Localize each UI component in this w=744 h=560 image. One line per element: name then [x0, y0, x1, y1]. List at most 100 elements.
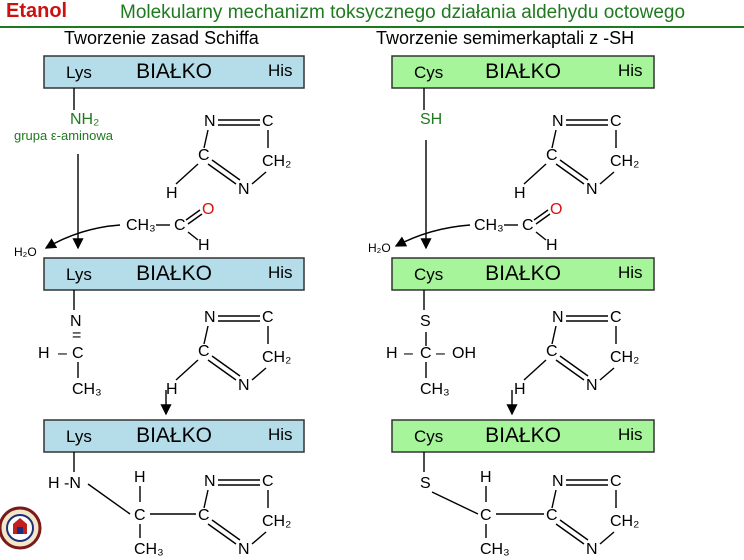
left-row1-ring-h: H: [166, 185, 178, 202]
left-final-c: C: [134, 507, 146, 524]
right-row2-residue-label: Cys: [414, 265, 443, 284]
right-row3-ring-bond-left: [551, 489, 557, 509]
right-ald-ch3: CH₃: [474, 217, 504, 234]
left-row1-protein-label: BIAŁKO: [136, 60, 212, 83]
left-row2-ring-c-top: C: [262, 309, 274, 326]
left-row1-ring-bond-br: [251, 171, 267, 185]
left-row3-ring-bond-bl2: [211, 519, 241, 541]
left-row1-ring-c-left: C: [198, 147, 210, 164]
right-hemi-s: S: [420, 313, 431, 330]
right-ald-o: O: [550, 201, 562, 218]
left-row2-ring-bond-br: [251, 367, 267, 381]
left-row2-protein-label: BIAŁKO: [136, 262, 212, 285]
left-row2-ring-h: H: [166, 381, 178, 398]
right-row1-ring-c-top: C: [610, 113, 622, 130]
left-row2-ring-bond-h: [175, 359, 199, 381]
left-row1-ring-bond-h: [175, 163, 199, 185]
left-water-arrow: [44, 224, 121, 249]
left-amino-label: grupa ε-aminowa: [14, 128, 114, 143]
left-row3-ring-c-left: C: [198, 507, 210, 524]
right-column-title: Tworzenie semimerkaptali z -SH: [376, 28, 635, 48]
right-row2-ring-bond-h: [523, 359, 547, 381]
left-final-nc: [87, 483, 131, 515]
left-row1-ring-c-top: C: [262, 113, 274, 130]
right-row2-ring-c-left: C: [546, 343, 558, 360]
right-row2-ring-bond-bl2: [559, 355, 589, 377]
right-row2-ring-n1: N: [552, 309, 564, 326]
left-row1-ring-n2: N: [238, 181, 250, 198]
right-final-h: H: [480, 469, 492, 486]
left-row1-ring-bond-bl1: [207, 163, 237, 185]
left-row1-residue-label: Lys: [66, 63, 92, 82]
left-h2o: H₂O: [14, 245, 37, 259]
right-row3-protein-box: [391, 419, 655, 453]
right-row3-ring-bond-br: [599, 531, 615, 545]
right-hemi-dash2: –: [436, 345, 445, 362]
right-row3-ring-bond-bl1: [555, 523, 585, 545]
right-hemi-oh: OH: [452, 345, 476, 362]
right-row2-ring-bond-left: [551, 325, 557, 345]
left-row3-his-label: His: [268, 425, 293, 444]
right-row1-ring-bond-h: [523, 163, 547, 185]
right-row3-ring-c-top: C: [610, 473, 622, 490]
right-row1-ring-c-left: C: [546, 147, 558, 164]
right-row1-ring-n2: N: [586, 181, 598, 198]
left-row2-ring-bond-bl1: [207, 359, 237, 381]
left-final-ch3: CH₃: [134, 541, 164, 558]
right-h2o: H₂O: [368, 241, 391, 255]
left-final-h: H: [134, 469, 146, 486]
right-row1-ring-bond-left: [551, 129, 557, 149]
header-title: Etanol: [6, 0, 68, 22]
left-row2-protein-box: [43, 257, 305, 291]
left-ald-co2: [187, 213, 203, 225]
left-row3-ring-bond-left: [203, 489, 209, 509]
right-row2-his-label: His: [618, 263, 643, 282]
right-hemi-c: C: [420, 345, 432, 362]
left-row3-ring-c-top: C: [262, 473, 274, 490]
left-schiff-dash: –: [58, 345, 67, 362]
right-ald-co2: [535, 213, 551, 225]
left-schiff-c: C: [72, 345, 84, 362]
left-ald-co1: [185, 209, 201, 221]
right-row1-ring-bond-br: [599, 171, 615, 185]
right-row1-residue-label: Cys: [414, 63, 443, 82]
right-row1-ring-h: H: [514, 185, 526, 202]
left-row3-protein-box: [43, 419, 305, 453]
left-row3-ring-n1: N: [204, 473, 216, 490]
right-row3-ring-c-left: C: [546, 507, 558, 524]
left-row1-ring-bond-bl2: [211, 159, 241, 181]
left-ald-o: O: [202, 201, 214, 218]
left-row1-ring-bond-left: [203, 129, 209, 149]
left-row3-residue-label: Lys: [66, 427, 92, 446]
right-row2-ring-bond-bl1: [555, 359, 585, 381]
right-final-sc: [431, 491, 479, 515]
left-schiff-h: H: [38, 345, 50, 362]
right-row2-protein-box: [391, 257, 655, 291]
right-ald-h: H: [546, 237, 558, 254]
left-row2-ring-n1: N: [204, 309, 216, 326]
right-row2-protein-label: BIAŁKO: [485, 262, 561, 285]
left-row3-ring-ch2: CH₂: [262, 513, 291, 530]
right-row2-ring-n2: N: [586, 377, 598, 394]
left-ald-ch3: CH₃: [126, 217, 156, 234]
left-schiff-n: N: [70, 313, 82, 330]
right-row3-protein-label: BIAŁKO: [485, 424, 561, 447]
right-row3-ring-n2: N: [586, 541, 598, 558]
left-final-hn: H -N: [48, 475, 81, 492]
right-ald-c: C: [522, 217, 534, 234]
right-row3-ring-n1: N: [552, 473, 564, 490]
header-subtitle: Molekularny mechanizm toksycznego działa…: [120, 2, 686, 23]
right-row1-ring-n1: N: [552, 113, 564, 130]
left-schiff-eq: =: [72, 327, 81, 344]
header-divider: [0, 26, 744, 28]
left-row2-ring-bond-left: [203, 325, 209, 345]
right-row1-protein-label: BIAŁKO: [485, 60, 561, 83]
left-ald-c: C: [174, 217, 186, 234]
right-row1-ring-ch2: CH₂: [610, 153, 639, 170]
left-ald-h: H: [198, 237, 210, 254]
right-row3-residue-label: Cys: [414, 427, 443, 446]
right-row3-his-label: His: [618, 425, 643, 444]
university-logo: [0, 506, 42, 550]
